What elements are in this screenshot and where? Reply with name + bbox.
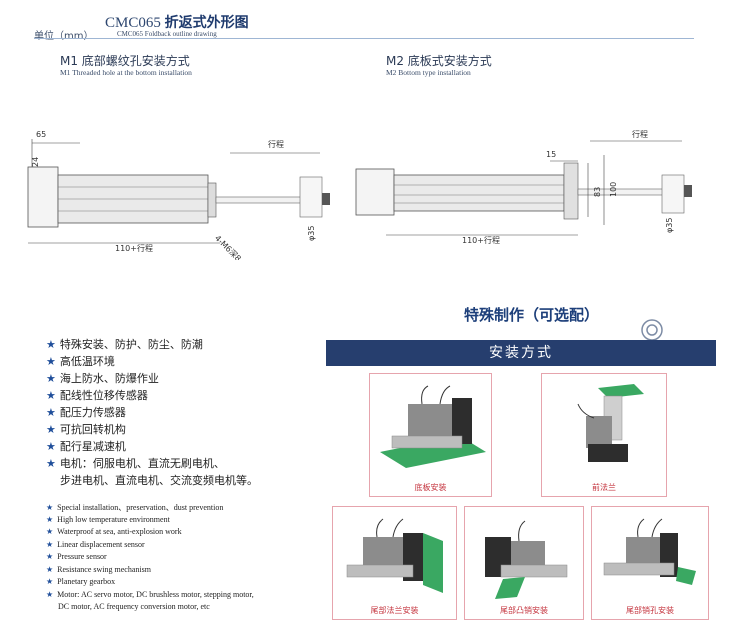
feature-en-item: ★Resistance swing mechanism	[46, 564, 151, 574]
m1-dim-65: 65	[36, 130, 46, 139]
mount-card-rear-pin: 尾部凸销安装	[464, 506, 584, 620]
model-title: CMC065 折返式外形图	[105, 12, 249, 32]
feature-en-item: ★Linear displacement sensor	[46, 539, 145, 549]
m2-dim-83: 83	[593, 187, 602, 197]
feature-cn-item: ★可抗回转机构	[46, 423, 126, 436]
mount-label: 尾部凸销安装	[500, 606, 548, 615]
target-icon	[641, 319, 663, 341]
feature-en-item-cont: DC motor, AC frequency conversion motor,…	[58, 602, 210, 611]
feature-cn-item: ★特殊安装、防护、防尘、防潮	[46, 338, 203, 351]
feature-en-item: ★Motor: AC servo motor, DC brushless mot…	[46, 589, 254, 599]
rear-pinhole-image	[603, 518, 696, 585]
m1-dim-dia: φ35	[307, 226, 316, 241]
star-icon: ★	[46, 457, 56, 470]
mount-label: 前法兰	[592, 483, 616, 492]
rear-flange-image	[346, 518, 443, 593]
special-title: 特殊制作（可选配）	[464, 306, 600, 324]
m2-title: M2 底板式安装方式	[386, 54, 492, 68]
m2-dim-stroke: 行程	[632, 129, 648, 139]
star-icon: ★	[46, 440, 56, 453]
star-icon: ★	[46, 577, 54, 586]
m2-dim-dia: φ35	[665, 218, 674, 233]
mount-label: 底板安装	[414, 483, 447, 492]
m1-subtitle: M1 Threaded hole at the bottom installat…	[60, 68, 192, 77]
feature-cn-item: ★高低温环境	[46, 355, 115, 368]
features-en-list: ★Special installation、preservation、dust …	[46, 502, 254, 615]
star-icon: ★	[46, 514, 54, 524]
feature-en-item: ★Pressure sensor	[46, 552, 107, 561]
m2-drawing: 15 83 100 行程 110+行程 φ35	[355, 129, 692, 245]
m2-dim-15: 15	[546, 150, 556, 159]
install-method-banner: 安装方式	[326, 340, 716, 366]
feature-en-item: ★Waterproof at sea, anti-explosion work	[46, 527, 182, 536]
m1-drawing: 65 24 行程 110+行程 4-M6深8 φ35	[27, 130, 330, 260]
feature-en-item: ★Special installation、preservation、dust …	[46, 503, 224, 512]
star-icon: ★	[46, 539, 54, 549]
mount-card-rear-flange: 尾部法兰安装	[332, 506, 457, 620]
features-cn-list: ★特殊安装、防护、防尘、防潮 ★高低温环境 ★海上防水、防爆作业 ★配线性位移传…	[46, 336, 258, 489]
feature-cn-item: ★海上防水、防爆作业	[46, 372, 159, 385]
feature-cn-item: ★配线性位移传感器	[46, 389, 148, 402]
feature-cn-item: ★配行星减速机	[46, 440, 126, 453]
front-flange-image	[577, 384, 644, 462]
star-icon: ★	[46, 589, 54, 599]
m2-subtitle: M2 Bottom type installation	[386, 68, 471, 77]
star-icon: ★	[46, 389, 56, 402]
mount-card-rear-pinhole: 尾部销孔安装	[591, 506, 709, 620]
star-icon: ★	[46, 355, 56, 368]
model-subtitle: CMC065 Foldback outline drawing	[117, 30, 217, 38]
m1-title: M1 底部螺纹孔安装方式	[60, 54, 190, 68]
rear-pin-image	[485, 520, 568, 599]
unit-label: 单位（mm）	[34, 31, 94, 42]
m2-dim-length: 110+行程	[462, 235, 500, 245]
feature-cn-item-cont: 步进电机、直流电机、交流变频电机等。	[60, 474, 258, 487]
m1-dim-thread: 4-M6深8	[213, 234, 243, 260]
star-icon: ★	[46, 423, 56, 436]
star-icon: ★	[46, 552, 54, 561]
mount-card-front-flange: 前法兰	[541, 373, 667, 497]
feature-cn-item: ★电机：伺服电机、直流无刷电机、	[46, 457, 225, 470]
feature-en-item: ★High low temperature environment	[46, 514, 170, 524]
mount-label: 尾部法兰安装	[370, 606, 419, 615]
mount-label: 尾部销孔安装	[626, 606, 674, 615]
star-icon: ★	[46, 406, 56, 419]
star-icon: ★	[46, 372, 56, 385]
star-icon: ★	[46, 527, 54, 536]
feature-en-item: ★Planetary gearbox	[46, 577, 116, 586]
m1-dim-24: 24	[31, 157, 40, 167]
m1-dim-length: 110+行程	[115, 243, 153, 253]
star-icon: ★	[46, 503, 54, 512]
model-code: CMC065	[105, 15, 161, 31]
star-icon: ★	[46, 564, 54, 574]
feature-cn-item: ★配压力传感器	[46, 406, 126, 419]
m1-dim-stroke: 行程	[268, 139, 284, 149]
mount-card-bottom-plate: 底板安装	[369, 373, 492, 497]
header-divider	[34, 38, 694, 39]
bottom-plate-image	[380, 385, 486, 468]
model-title-cn: 折返式外形图	[164, 15, 249, 31]
star-icon: ★	[46, 338, 56, 351]
m2-dim-100: 100	[609, 182, 618, 197]
